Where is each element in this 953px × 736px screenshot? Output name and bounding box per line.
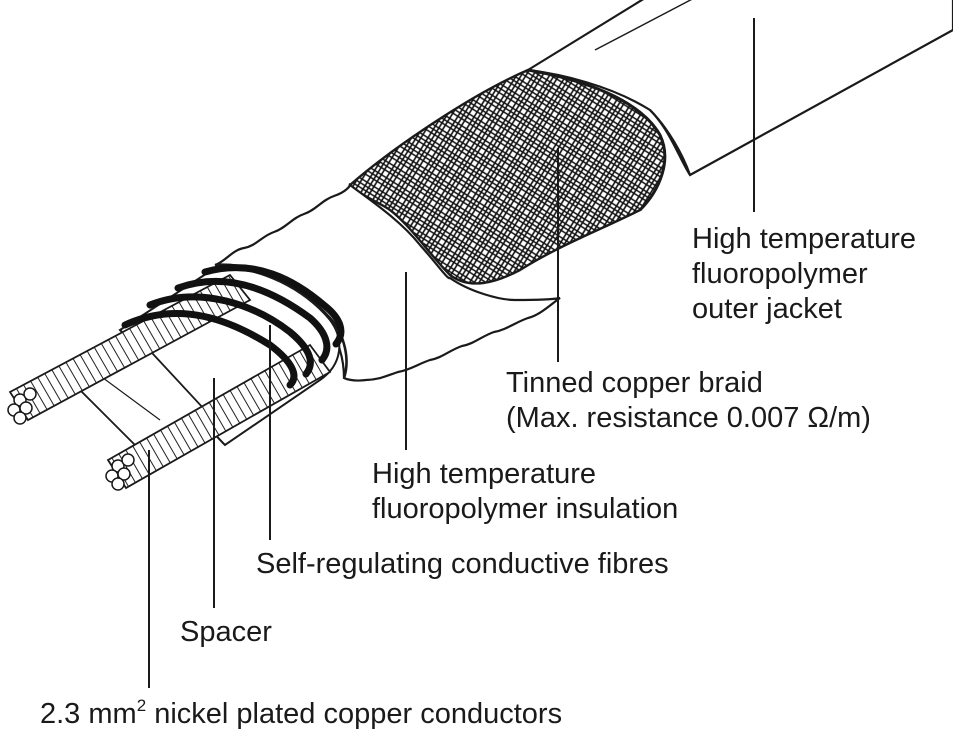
label-outer-jacket-line-2: fluoropolymer: [692, 258, 868, 290]
label-outer-jacket: High temperature fluoropolymer outer jac…: [692, 222, 916, 327]
label-insulation: High temperature fluoropolymer insulatio…: [372, 457, 678, 527]
label-insulation-line-2: fluoropolymer insulation: [372, 493, 679, 525]
leader-lines: [148, 18, 755, 688]
label-outer-jacket-line-3: outer jacket: [692, 293, 842, 325]
conductive-fibres: [121, 264, 345, 389]
conductor-lower: [105, 343, 332, 491]
label-conductors: 2.3 mm2 nickel plated copper conductors: [40, 697, 562, 732]
label-outer-jacket-line-1: High temperature: [692, 223, 917, 255]
label-spacer: Spacer: [180, 616, 272, 648]
label-conductors-superscript: 2: [136, 696, 147, 715]
label-conductors-prefix: 2.3 mm: [40, 698, 137, 730]
label-braid-line-2: (Max. resistance 0.007 Ω/m): [506, 402, 871, 434]
label-insulation-line-1: High temperature: [372, 458, 597, 490]
label-braid: Tinned copper braid (Max. resistance 0.0…: [506, 366, 871, 436]
label-braid-line-1: Tinned copper braid: [506, 367, 763, 399]
label-conductors-suffix: nickel plated copper conductors: [146, 698, 563, 730]
copper-braid: [348, 68, 667, 285]
label-fibres: Self-regulating conductive fibres: [256, 548, 669, 580]
